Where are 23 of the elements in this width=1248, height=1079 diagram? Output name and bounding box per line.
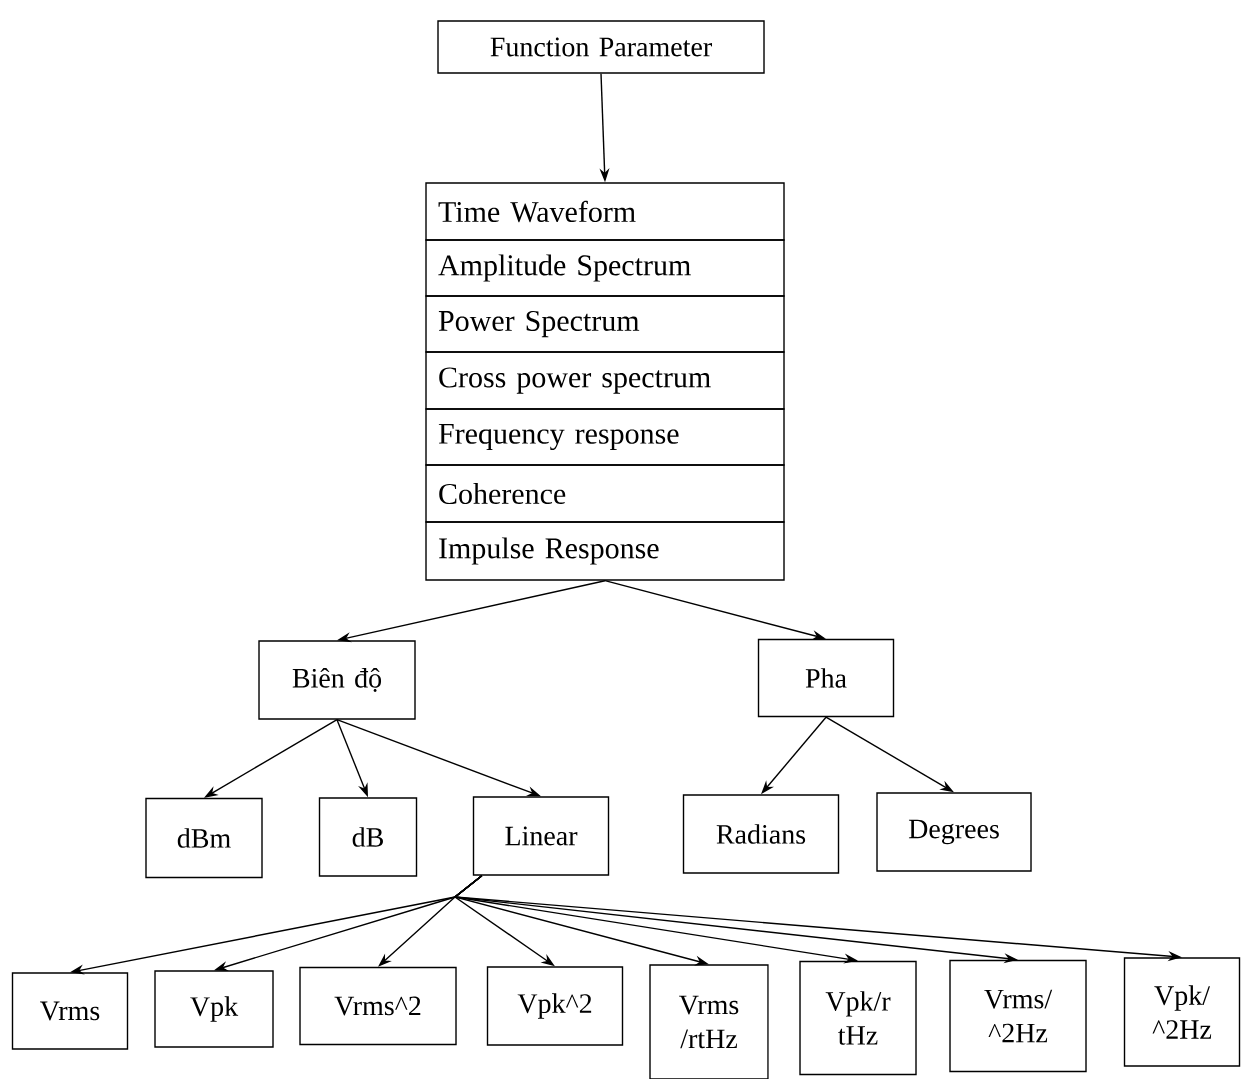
process-box: Radians — [682, 794, 840, 874]
list-row: Frequency response — [425, 408, 785, 466]
process-box: Function Parameter — [437, 20, 765, 74]
process-box: Vpk — [154, 970, 274, 1048]
process-box: Vpk/ ^2Hz — [1123, 957, 1241, 1067]
list-row: Coherence — [425, 464, 785, 523]
process-box: Pha — [757, 638, 895, 718]
process-box: Vpk/r tHz — [799, 960, 917, 1076]
list-row: Time Waveform — [425, 182, 785, 241]
process-box: dBm — [145, 797, 263, 879]
process-box: Vrms^2 — [299, 966, 457, 1046]
process-box: Vrms/ ^2Hz — [949, 959, 1087, 1073]
list-row: Impulse Response — [425, 521, 785, 581]
process-box: Degrees — [876, 792, 1032, 872]
process-box: Vrms — [11, 972, 129, 1050]
process-box: Biên độ — [258, 640, 416, 720]
list-row: Amplitude Spectrum — [425, 239, 785, 297]
process-box: Vrms /rtHz — [649, 964, 769, 1079]
list-row: Cross power spectrum — [425, 351, 785, 410]
process-box: Linear — [472, 796, 610, 876]
process-box: Vpk^2 — [486, 966, 624, 1046]
list-row: Power Spectrum — [425, 295, 785, 353]
process-box: dB — [318, 797, 418, 877]
